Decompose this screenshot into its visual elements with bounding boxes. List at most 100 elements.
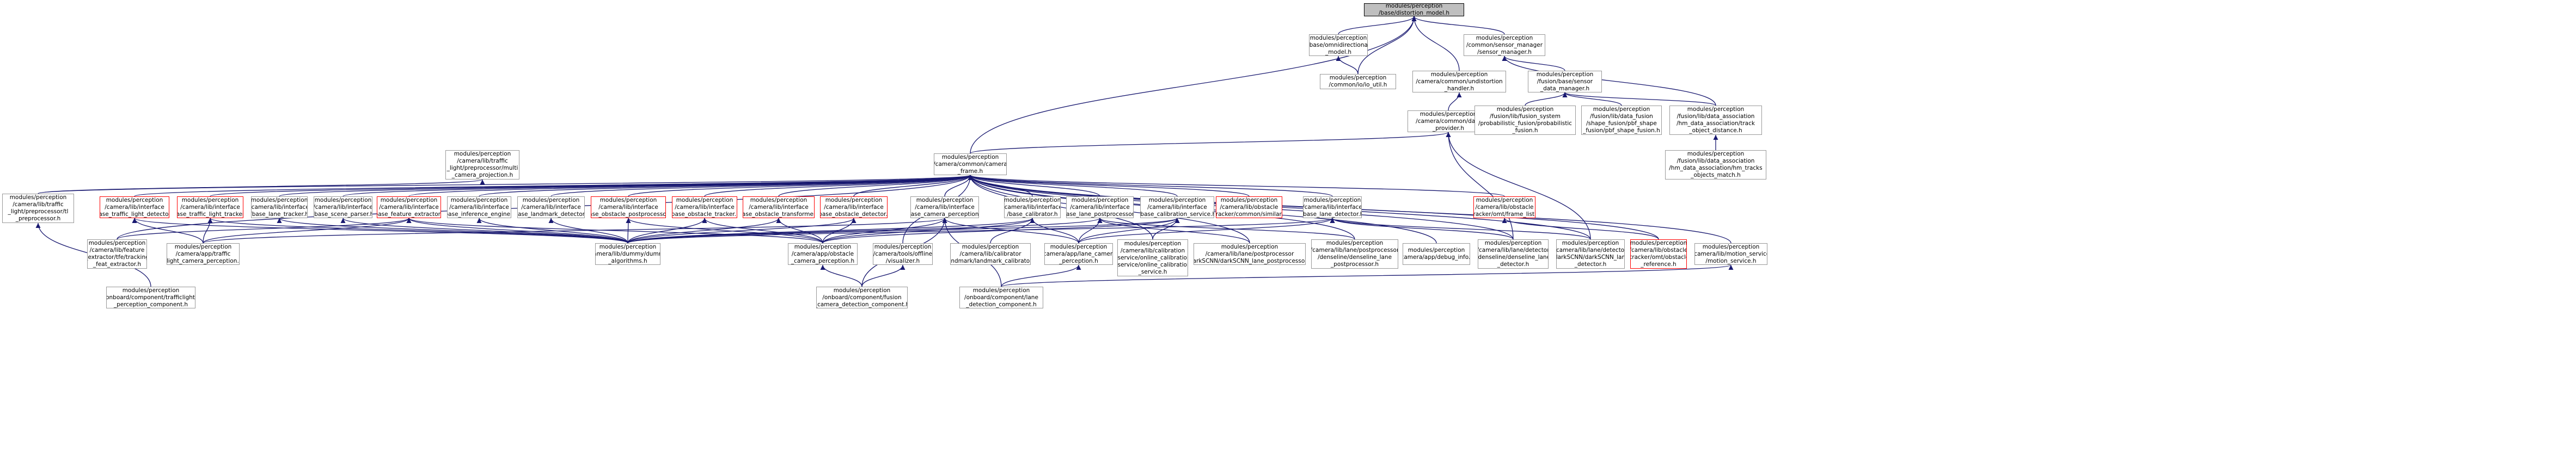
node-debug-info[interactable]: modules/perception /camera/app/debug_inf… — [1403, 243, 1470, 265]
node-line: /camera/lib/interface — [1070, 203, 1130, 211]
node-line: /camera/common/undistortion — [1416, 78, 1503, 85]
node-line: /camera/lib/interface — [675, 203, 735, 211]
node-online-calibration-service[interactable]: modules/perception /camera/lib/calibrati… — [1117, 239, 1188, 276]
node-line: _detection_component.h — [966, 301, 1037, 308]
node-line: _service.h — [1138, 268, 1167, 275]
node-dummy-algorithms[interactable]: modules/perception /camera/lib/dummy/dum… — [595, 243, 660, 265]
node-base-landmark-detector[interactable]: modules/perception /camera/lib/interface… — [517, 196, 585, 218]
node-line: modules/perception — [454, 151, 511, 157]
node-line: modules/perception — [174, 243, 232, 250]
node-hm-tracks-objects-match[interactable]: modules/perception /fusion/lib/data_asso… — [1665, 150, 1766, 180]
node-fusion-camera-detection-component[interactable]: modules/perception /onboard/component/fu… — [816, 287, 908, 308]
node-line: /camera/lib/interface — [521, 203, 581, 211]
node-line: /camera/lib/interface — [314, 203, 372, 211]
node-denseline-lane-detector[interactable]: modules/perception /camera/lib/lane/dete… — [1478, 239, 1549, 269]
node-probabilistic-fusion[interactable]: modules/perception /fusion/lib/fusion_sy… — [1474, 106, 1576, 135]
node-line: _perception_component.h — [113, 301, 188, 308]
node-darkscnn-lane-detector[interactable]: modules/perception /camera/lib/lane/dete… — [1556, 239, 1625, 269]
include-edge — [1330, 218, 1514, 240]
node-line: /camera/tools/offline — [873, 250, 933, 257]
node-line: /base_traffic_light_detector.h — [100, 211, 169, 218]
node-line: modules/perception — [1004, 196, 1061, 203]
node-line: modules/perception — [1702, 243, 1760, 250]
node-base-feature-extractor[interactable]: modules/perception /camera/lib/interface… — [377, 196, 441, 218]
node-base-obstacle-transformer[interactable]: modules/perception /camera/lib/interface… — [743, 196, 815, 218]
include-edge — [822, 218, 1035, 244]
node-base-obstacle-postprocessor[interactable]: modules/perception /camera/lib/interface… — [591, 196, 666, 218]
node-denseline-lane-postprocessor[interactable]: modules/perception /camera/lib/lane/post… — [1311, 239, 1398, 269]
node-line: /camera/lib/obstacle — [1475, 203, 1534, 211]
node-io-util[interactable]: modules/perception /common/io/io_util.h — [1320, 74, 1396, 89]
node-motion-service[interactable]: modules/perception /camera/lib/motion_se… — [1694, 243, 1767, 265]
node-line: _light_camera_perception.h — [167, 257, 240, 264]
node-base-obstacle-detector[interactable]: modules/perception /camera/lib/interface… — [820, 196, 888, 218]
node-sensor-manager[interactable]: modules/perception /common/sensor_manage… — [1464, 34, 1545, 56]
node-line: /hm_data_association/track — [1676, 120, 1755, 127]
node-tracking-feat-extractor[interactable]: modules/perception /camera/lib/feature _… — [87, 239, 147, 269]
node-base-calibration-service[interactable]: modules/perception /camera/lib/interface… — [1140, 196, 1214, 218]
node-line: /fusion/lib/data_association — [1676, 158, 1755, 164]
node-base-lane-postprocessor[interactable]: modules/perception /camera/lib/interface… — [1066, 196, 1134, 218]
node-frame-list[interactable]: modules/perception /camera/lib/obstacle … — [1473, 196, 1535, 218]
include-edge — [627, 218, 781, 244]
node-lane-camera-perception[interactable]: modules/perception /camera/app/lane_came… — [1044, 243, 1113, 265]
node-traffic-light-camera-perception[interactable]: modules/perception /camera/app/traffic _… — [167, 243, 240, 265]
node-base-traffic-light-tracker[interactable]: modules/perception /camera/lib/interface… — [177, 196, 243, 218]
node-omnidirectional-model[interactable]: modules/perception /base/omnidirectional… — [1309, 34, 1368, 56]
node-line: _preprocessor.h — [15, 215, 61, 222]
node-base-lane-tracker[interactable]: modules/perception /camera/lib/interface… — [251, 196, 308, 218]
node-obstacle-camera-perception[interactable]: modules/perception /camera/app/obstacle … — [788, 243, 858, 265]
node-base-scene-parser[interactable]: modules/perception /camera/lib/interface… — [314, 196, 372, 218]
node-line: /camera/lib/lane/postprocessor — [1205, 250, 1294, 257]
node-landmark-calibrator[interactable]: modules/perception /camera/lib/calibrato… — [950, 243, 1031, 265]
include-edge — [277, 218, 628, 244]
node-line: modules/perception — [181, 196, 239, 203]
node-line: /camera/lib/interface — [105, 203, 164, 211]
node-tl-preprocessor[interactable]: modules/perception /camera/lib/traffic _… — [2, 194, 74, 223]
node-camera-frame[interactable]: modules/perception /camera/common/camera… — [934, 153, 1007, 175]
node-sensor-data-manager[interactable]: modules/perception /fusion/base/sensor _… — [1528, 71, 1602, 92]
include-edge — [1446, 132, 1514, 240]
node-line: _handler.h — [1444, 85, 1474, 92]
node-line: /sensor_manager.h — [1477, 48, 1532, 55]
include-edge — [550, 175, 973, 197]
include-edge — [1446, 132, 1591, 240]
node-obstacle-similar[interactable]: modules/perception /camera/lib/obstacle … — [1216, 196, 1282, 218]
include-edge — [1338, 16, 1417, 35]
node-undistortion-handler[interactable]: modules/perception /camera/common/undist… — [1412, 71, 1506, 92]
node-multi-camera-projection[interactable]: modules/perception /camera/lib/traffic _… — [445, 150, 519, 180]
include-edge — [1336, 55, 1359, 75]
node-line: /base_obstacle_detector.h — [820, 211, 888, 218]
node-line: /base/omnidirectional — [1309, 41, 1368, 48]
node-pbf-shape-fusion[interactable]: modules/perception /fusion/lib/data_fusi… — [1581, 106, 1662, 135]
include-edge — [1357, 16, 1417, 75]
node-base-camera-perception[interactable]: modules/perception /camera/lib/interface… — [910, 196, 979, 218]
node-base-calibrator[interactable]: modules/perception /camera/lib/interface… — [1004, 196, 1061, 218]
node-base-inference-engine[interactable]: modules/perception /camera/lib/interface… — [447, 196, 511, 218]
node-line: _service/online_calibration — [1117, 261, 1188, 268]
node-offline-visualizer[interactable]: modules/perception /camera/tools/offline… — [873, 243, 933, 265]
node-track-object-distance[interactable]: modules/perception /fusion/lib/data_asso… — [1669, 106, 1762, 135]
node-trafficlights-perception-component[interactable]: modules/perception /onboard/component/tr… — [106, 287, 195, 308]
node-line: _service/online_calibration — [1117, 254, 1188, 261]
node-distortion-model[interactable]: modules/perception /base/distortion_mode… — [1364, 3, 1464, 16]
node-base-lane-detector[interactable]: modules/perception /camera/lib/interface… — [1303, 196, 1362, 218]
node-base-obstacle-tracker[interactable]: modules/perception /camera/lib/interface… — [672, 196, 737, 218]
node-obstacle-reference[interactable]: modules/perception /camera/lib/obstacle … — [1630, 239, 1687, 269]
node-line: /visualizer.h — [885, 257, 920, 264]
node-line: /common/io/io_util.h — [1329, 82, 1387, 88]
include-edge — [1001, 264, 1081, 287]
node-line: modules/perception — [825, 196, 883, 203]
node-line: modules/perception — [676, 196, 733, 203]
node-line: /camera/lib/interface — [749, 203, 809, 211]
node-line: modules/perception — [1430, 71, 1488, 78]
node-darkscnn-lane-postprocessor[interactable]: modules/perception /camera/lib/lane/post… — [1194, 243, 1306, 265]
node-lane-detection-component[interactable]: modules/perception /onboard/component/la… — [959, 287, 1043, 308]
node-line: modules/perception — [972, 287, 1030, 294]
node-base-traffic-light-detector[interactable]: modules/perception /camera/lib/interface… — [100, 196, 169, 218]
node-line: /camera/lib/interface — [1004, 203, 1061, 211]
node-line: /motion_service.h — [1705, 257, 1757, 264]
node-line: /camera/lib/lane/detector — [1478, 247, 1549, 253]
include-edge — [1411, 16, 1505, 35]
